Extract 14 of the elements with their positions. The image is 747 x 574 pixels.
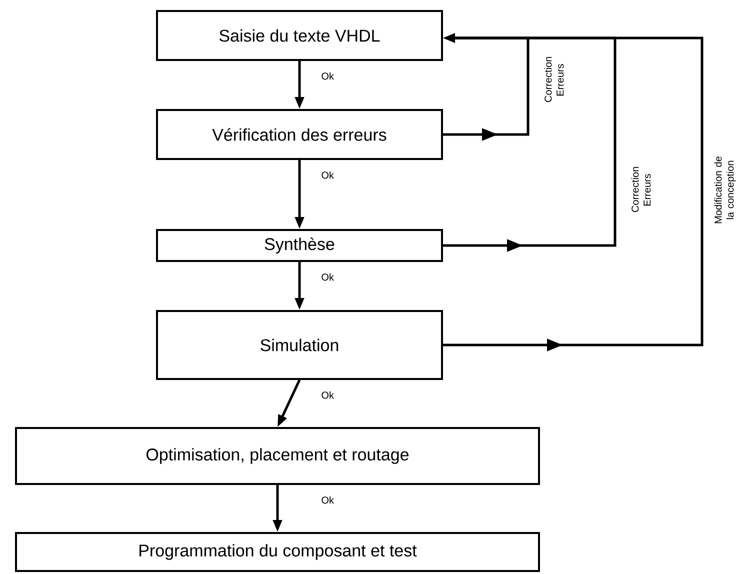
- process-box: Synthèse: [156, 229, 443, 262]
- edge-label: Ok: [322, 391, 334, 399]
- process-box: Vérification des erreurs: [156, 109, 443, 160]
- process-box: Programmation du composant et test: [15, 532, 540, 572]
- edge-label: Ok: [322, 72, 334, 80]
- process-box: Simulation: [156, 310, 443, 380]
- process-box: Optimisation, placement et routage: [15, 427, 540, 485]
- edge-label: Ok: [322, 273, 334, 281]
- edge-label: Correction Erreurs: [543, 56, 565, 104]
- edge-label: Ok: [322, 171, 334, 179]
- edge-label: Modification de la conception: [713, 146, 737, 234]
- edge-label: Ok: [322, 496, 334, 504]
- edge-label: Correction Erreurs: [630, 166, 652, 214]
- process-box: Saisie du texte VHDL: [156, 10, 443, 61]
